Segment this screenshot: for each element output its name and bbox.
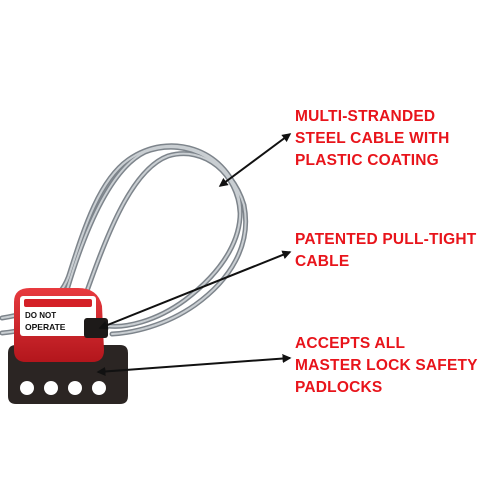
callout-line: ACCEPTS ALL bbox=[295, 335, 406, 352]
arrow-cable bbox=[218, 133, 292, 187]
padlock-hole bbox=[92, 381, 106, 395]
callout-line: MULTI-STRANDED bbox=[295, 108, 436, 125]
callout-line: CABLE bbox=[295, 253, 350, 270]
device-label-line1: DO NOT bbox=[25, 311, 56, 320]
callout-padlocks: ACCEPTS ALL MASTER LOCK SAFETY PADLOCKS bbox=[295, 333, 478, 399]
arrow-padlocks bbox=[96, 354, 292, 376]
padlock-hole bbox=[68, 381, 82, 395]
arrow-pull-tight bbox=[98, 250, 292, 330]
danger-banner bbox=[24, 299, 92, 307]
callout-line: MASTER LOCK SAFETY bbox=[295, 357, 478, 374]
callout-line: PATENTED PULL-TIGHT bbox=[295, 231, 477, 248]
cable-clamp bbox=[84, 318, 108, 338]
padlock-hole bbox=[44, 381, 58, 395]
callout-pull-tight: PATENTED PULL-TIGHT CABLE bbox=[295, 229, 476, 273]
padlock-hole bbox=[20, 381, 34, 395]
callout-line: PADLOCKS bbox=[295, 379, 383, 396]
callout-steel-cable: MULTI-STRANDED STEEL CABLE WITH PLASTIC … bbox=[295, 106, 449, 172]
device-label-line2: OPERATE bbox=[25, 322, 66, 332]
callout-arrows bbox=[96, 133, 292, 376]
callout-line: STEEL CABLE WITH bbox=[295, 130, 450, 147]
callout-line: PLASTIC COATING bbox=[295, 152, 439, 169]
lockout-body: DO NOT OPERATE bbox=[14, 288, 108, 362]
